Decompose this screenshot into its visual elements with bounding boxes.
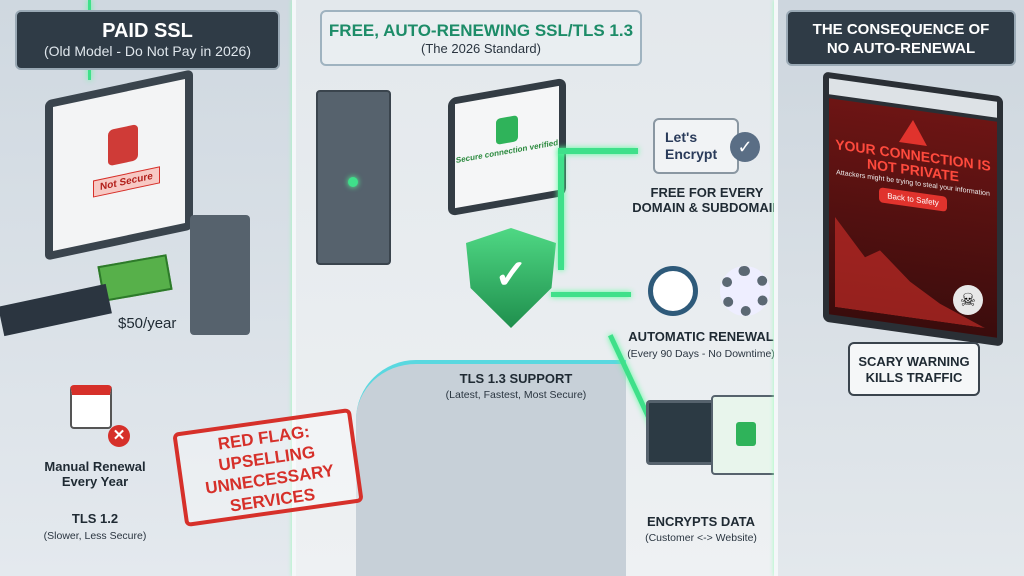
- server-rack-icon: [190, 215, 250, 335]
- arrow-to-letsencrypt: [558, 150, 564, 270]
- back-to-safety-button[interactable]: Back to Safety: [879, 187, 947, 212]
- manual-renewal-label: Manual Renewal Every Year: [44, 459, 146, 489]
- tls12-label: TLS 1.2: [71, 511, 119, 526]
- tls13-sub: (Latest, Fastest, Most Secure): [445, 389, 587, 401]
- encrypts-data-label: ENCRYPTS DATA: [646, 514, 756, 529]
- free-domain-label: FREE FOR EVERY DOMAIN & SUBDOMAIN: [632, 185, 782, 215]
- letsencrypt-logo: Let's Encrypt: [653, 118, 739, 174]
- free-ssl-panel: FREE, AUTO-RENEWING SSL/TLS 1.3 (The 202…: [296, 0, 782, 576]
- gear-icon: [720, 266, 770, 316]
- money-icon: [97, 254, 173, 302]
- warning-triangle-icon: [899, 118, 927, 146]
- skull-icon: ☠: [953, 285, 983, 315]
- panel-divider: [292, 0, 296, 576]
- browser-window: Not Secure: [53, 78, 185, 252]
- panel-title: PAID SSL: [102, 20, 193, 42]
- broken-lock-icon: [108, 123, 138, 167]
- tablet-screen: Secure connection verified: [455, 85, 559, 209]
- browser-lock-icon: [711, 395, 781, 475]
- calendar-icon: [70, 385, 112, 429]
- arrow-to-renewal: [551, 292, 631, 297]
- auto-renewal-sub: (Every 90 Days - No Downtime): [627, 348, 775, 360]
- lock-icon: [496, 115, 518, 145]
- logo-text: Encrypt: [665, 146, 718, 162]
- paid-ssl-panel: PAID SSL (Old Model - Do Not Pay in 2026…: [0, 0, 364, 576]
- panel-title: THE CONSEQUENCE OF NO AUTO-RENEWAL: [812, 21, 990, 57]
- paid-ssl-title-box: PAID SSL (Old Model - Do Not Pay in 2026…: [15, 10, 280, 70]
- panel-subtitle: (Old Model - Do Not Pay in 2026): [44, 43, 251, 59]
- auto-renewal-label: AUTOMATIC RENEWAL: [628, 329, 774, 344]
- server-rack-icon: [316, 90, 391, 265]
- panel-title: FREE, AUTO-RENEWING SSL/TLS 1.3: [328, 21, 634, 40]
- tls13-label: TLS 1.3 SUPPORT: [459, 371, 573, 386]
- clock-icon: [648, 266, 698, 316]
- check-circle-icon: ✓: [730, 132, 760, 162]
- free-ssl-title-box: FREE, AUTO-RENEWING SSL/TLS 1.3 (The 202…: [320, 10, 642, 66]
- logo-text: Let's: [665, 129, 698, 145]
- x-icon: ✕: [108, 425, 130, 447]
- shield-check-icon: ✓: [466, 228, 556, 328]
- tls12-sub: (Slower, Less Secure): [43, 530, 147, 542]
- no-renewal-panel: THE CONSEQUENCE OF NO AUTO-RENEWAL YOUR …: [778, 0, 1024, 576]
- hand-sleeve-icon: [0, 283, 112, 337]
- encrypts-data-sub: (Customer <-> Website): [645, 532, 757, 544]
- price-label: $50/year: [118, 315, 177, 332]
- panel-subtitle: (The 2026 Standard): [421, 41, 541, 56]
- monitor: Not Secure: [45, 69, 193, 261]
- consequence-title-box: THE CONSEQUENCE OF NO AUTO-RENEWAL: [786, 10, 1016, 66]
- scary-warning-caption: SCARY WARNING KILLS TRAFFIC: [848, 342, 980, 396]
- desk-surface: [356, 360, 626, 576]
- arrow-to-letsencrypt: [558, 148, 638, 154]
- tablet: Secure connection verified: [448, 77, 566, 217]
- panel-divider: [774, 0, 778, 576]
- not-secure-badge: Not Secure: [93, 166, 160, 198]
- status-light: [348, 177, 358, 187]
